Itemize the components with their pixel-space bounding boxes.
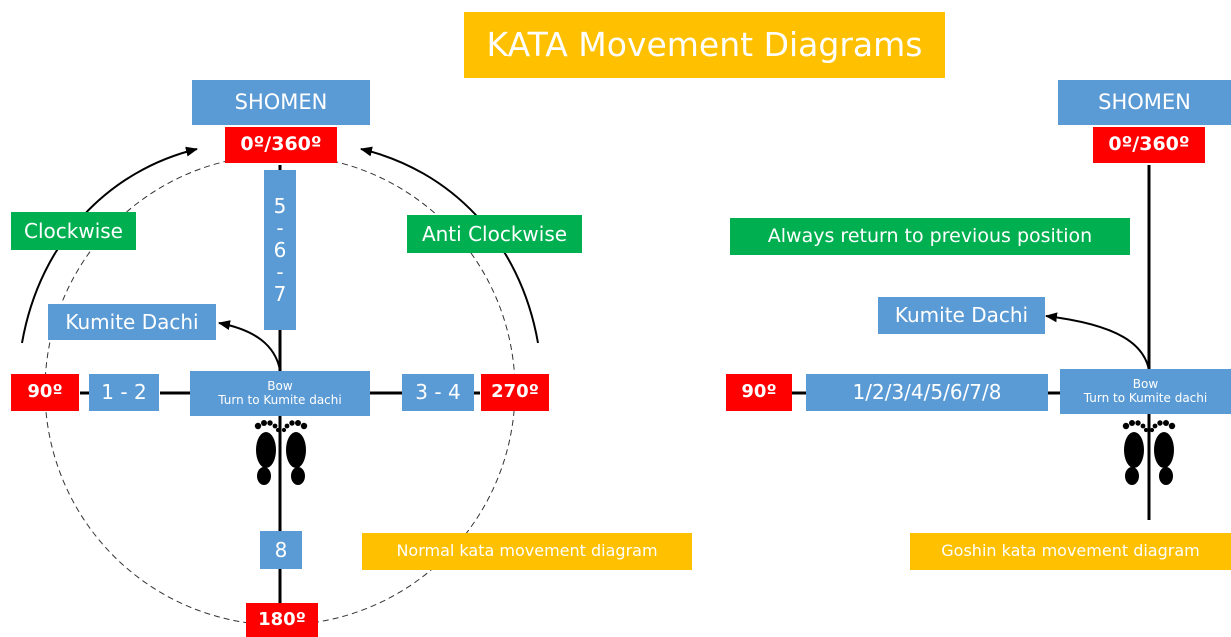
center-bow-box: Bow Turn to Kumite dachi [190,371,370,416]
goshin-shomen-label: SHOMEN [1058,80,1231,125]
goshin-kumite-dachi-label: Kumite Dachi [878,297,1045,334]
center-turn-label: Turn to Kumite dachi [218,392,342,407]
goshin-steps-box: 1/2/3/4/5/6/7/8 [806,374,1048,411]
center-bow-label: Bow [267,378,293,393]
goshin-left-angle-badge: 90º [726,374,792,411]
goshin-top-angle-badge: 0º/360º [1093,127,1205,163]
goshin-diagram-caption: Goshin kata movement diagram [910,533,1231,570]
goshin-center-bow-box: Bow Turn to Kumite dachi [1060,369,1231,414]
kumite-dachi-label: Kumite Dachi [48,304,216,340]
top-steps-box: 5 - 6 - 7 [264,170,296,330]
goshin-kumite-dachi-arrow [1045,312,1150,371]
page-title: KATA Movement Diagrams [464,12,945,78]
normal-diagram-caption: Normal kata movement diagram [362,533,692,570]
clockwise-label: Clockwise [11,212,136,250]
kumite-dachi-arrow [218,320,281,371]
anti-clockwise-label: Anti Clockwise [407,215,582,253]
bottom-steps-box: 8 [260,531,302,569]
goshin-note-label: Always return to previous position [730,218,1130,255]
left-steps-box: 1 - 2 [89,374,159,411]
right-angle-badge: 270º [481,374,549,411]
shomen-label: SHOMEN [192,80,370,125]
goshin-footprints-icon [1114,418,1184,486]
bottom-angle-badge: 180º [246,603,318,637]
right-steps-box: 3 - 4 [402,374,474,411]
left-angle-badge: 90º [11,374,79,411]
top-angle-badge: 0º/360º [225,127,337,163]
footprints-icon [246,418,316,486]
goshin-center-bow-label: Bow [1132,376,1159,391]
goshin-center-turn-label: Turn to Kumite dachi [1083,390,1208,405]
